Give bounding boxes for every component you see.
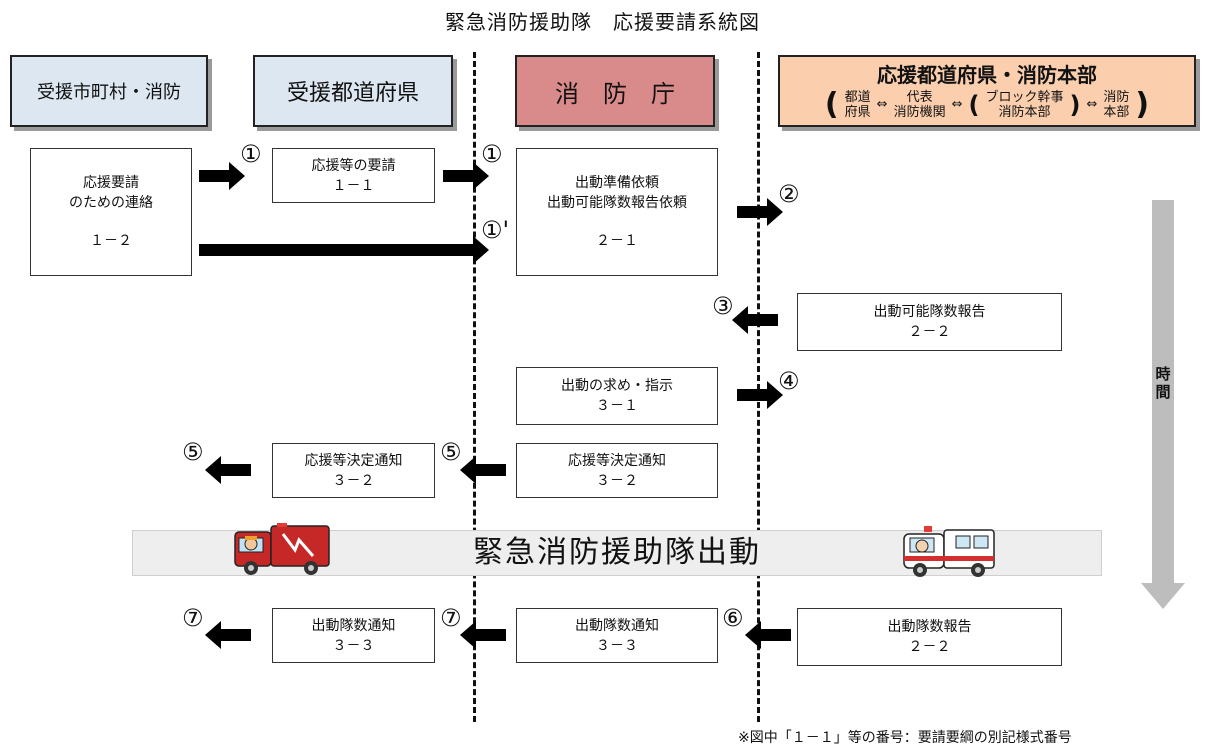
arrow-right-icon bbox=[737, 381, 783, 409]
chain-fire-dept: 消防本部 bbox=[1103, 89, 1130, 120]
arrow-left-icon bbox=[732, 306, 778, 334]
bracket-right: ) bbox=[1135, 86, 1150, 122]
step-number: ① bbox=[240, 140, 262, 168]
bidirectional-arrow-icon: ⇔ bbox=[951, 97, 963, 112]
bracket-right: ) bbox=[1069, 90, 1081, 119]
time-label: 時間 bbox=[1155, 365, 1171, 401]
arrow-left-icon bbox=[460, 456, 506, 484]
separator-line bbox=[757, 52, 760, 722]
dispatch-band-label: 緊急消防援助隊出動 bbox=[473, 535, 761, 570]
bracket-left: ( bbox=[968, 90, 980, 119]
step-number: ⑦ bbox=[440, 604, 462, 632]
ambulance-icon bbox=[903, 526, 995, 577]
diagram-title: 緊急消防援助隊 応援要請系統図 bbox=[445, 10, 760, 34]
bracket-left: ( bbox=[824, 86, 839, 122]
footnote: ※図中「１－１」等の番号：要請要綱の別記様式番号 bbox=[738, 730, 1072, 746]
header-support: 応援都道府県・消防本部 ( 都道府県 ⇔ 代表消防機関 ⇔ ( ブロック幹事消防… bbox=[778, 55, 1196, 127]
time-arrow-head-icon bbox=[1141, 583, 1185, 609]
arrow-left-icon bbox=[745, 621, 791, 649]
arrow-right-long-icon bbox=[199, 236, 489, 264]
header-support-title: 応援都道府県・消防本部 bbox=[877, 62, 1097, 87]
header-support-chain: ( 都道府県 ⇔ 代表消防機関 ⇔ ( ブロック幹事消防本部 ) ⇔ 消防本部 … bbox=[824, 86, 1150, 122]
step-number: ① bbox=[481, 140, 503, 168]
time-arrow-shaft bbox=[1152, 200, 1174, 585]
step-number: ⑤ bbox=[182, 438, 204, 466]
step-number: ② bbox=[778, 180, 800, 208]
step-number: ④ bbox=[778, 367, 800, 395]
arrow-right-icon bbox=[443, 162, 489, 190]
chain-block-manager: ブロック幹事消防本部 bbox=[985, 89, 1064, 120]
step-number: ①' bbox=[481, 216, 510, 244]
arrow-right-icon bbox=[737, 198, 783, 226]
step-number: ⑦ bbox=[182, 604, 204, 632]
header-fdma: 消 防 庁 bbox=[515, 55, 715, 127]
chain-representative: 代表消防機関 bbox=[893, 89, 946, 120]
fire-truck-icon bbox=[234, 523, 330, 575]
step-number: ⑤ bbox=[440, 438, 462, 466]
chain-prefecture: 都道府県 bbox=[844, 89, 871, 120]
header-prefecture: 受援都道府県 bbox=[253, 55, 453, 127]
separator-line bbox=[473, 52, 476, 722]
step-number: ⑥ bbox=[722, 604, 744, 632]
bidirectional-arrow-icon: ⇔ bbox=[1086, 97, 1098, 112]
arrow-left-icon bbox=[205, 621, 251, 649]
arrow-left-icon bbox=[460, 621, 506, 649]
step-number: ③ bbox=[712, 292, 734, 320]
bidirectional-arrow-icon: ⇔ bbox=[876, 97, 888, 112]
arrow-right-icon bbox=[199, 162, 245, 190]
header-municipality: 受援市町村・消防 bbox=[10, 55, 208, 127]
arrow-left-icon bbox=[205, 456, 251, 484]
